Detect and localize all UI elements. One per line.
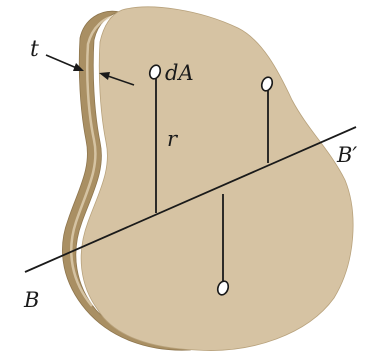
area-element-3 [216, 280, 230, 296]
thickness-arrow-outer [45, 54, 80, 70]
label-axis-b: B [23, 288, 39, 312]
label-distance-r: r [167, 127, 179, 151]
axis-line-bb [24, 126, 357, 273]
area-element-da [148, 64, 162, 80]
label-area-element-da: dA [165, 61, 194, 85]
plate-face [80, 6, 354, 351]
area-element-2 [260, 76, 274, 92]
thickness-arrowhead-inner [99, 72, 110, 80]
label-thickness-t: t [30, 37, 39, 62]
thickness-arrowhead-outer [73, 63, 84, 71]
label-axis-b-prime: B′ [336, 143, 357, 167]
thickness-arrow-inner [104, 74, 135, 86]
